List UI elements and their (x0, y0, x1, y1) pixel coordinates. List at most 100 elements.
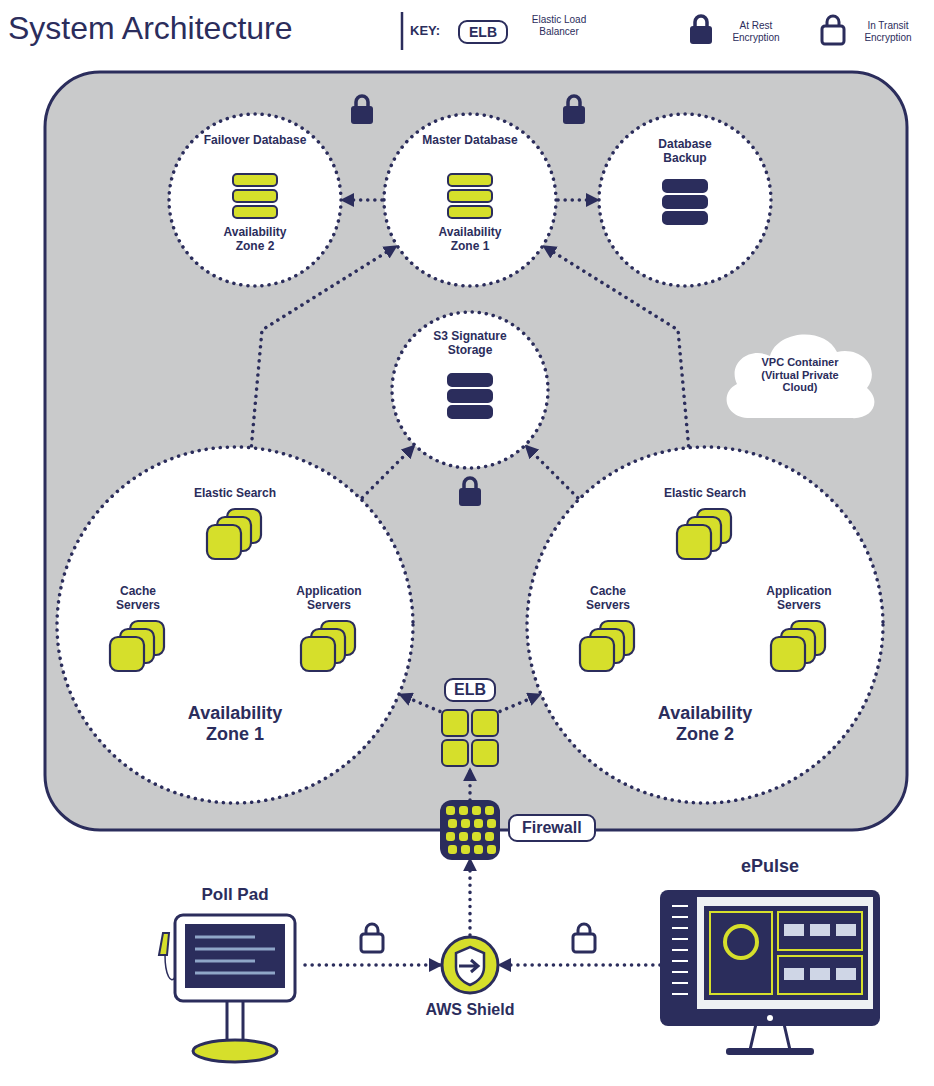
node-outline (655, 487, 755, 579)
node-outline (440, 800, 500, 860)
node-label: Elastic Search (655, 487, 755, 501)
server-group: Cache Servers (563, 585, 653, 690)
cloud-shape (727, 334, 875, 418)
node-label: Failover Database (200, 134, 310, 148)
node-outline (440, 935, 500, 995)
shield-icon (442, 937, 498, 993)
in-transit-lock (361, 924, 383, 952)
database-icon (233, 206, 277, 218)
node-label: Cache Servers (578, 585, 638, 613)
database-icon (448, 374, 492, 386)
storage-circle: S3 Signature Storage (390, 310, 550, 470)
in-transit-lock-key (822, 16, 844, 44)
firewall-icon (440, 800, 500, 860)
server-stack-icon (771, 621, 825, 671)
dotted-connector (343, 198, 382, 202)
node-label: Poll Pad (175, 885, 295, 905)
node-outline (185, 487, 285, 579)
node-label: Firewall (508, 814, 596, 842)
server-stack-icon (301, 621, 355, 671)
server-stack-icon (580, 621, 634, 671)
dotted-connector (500, 695, 539, 711)
dotted-connector (401, 695, 440, 711)
legend-entry: In Transit Encryption (852, 20, 924, 43)
node-label: AWS Shield (400, 1001, 540, 1019)
node-label: Master Database (415, 134, 525, 148)
server-stack-icon (110, 621, 164, 671)
title-separator (401, 12, 404, 50)
node-outline (660, 890, 880, 1040)
dotted-connector (468, 860, 472, 935)
availability-zone: Availability Zone 1 Elastic SearchCache S… (55, 445, 415, 805)
vpc-cloud: VPC Container (Virtual Private Cloud) (715, 318, 885, 428)
database-icon (448, 390, 492, 402)
at-rest-lock (459, 478, 481, 506)
server-group: Cache Servers (93, 585, 183, 690)
at-rest-lock (351, 96, 373, 124)
zone-circle (384, 114, 556, 286)
node-label: Availability Zone 2 (635, 703, 775, 744)
database-circle: Master DatabaseAvailability Zone 1 (382, 112, 558, 288)
database-icon (448, 174, 492, 186)
node-label: S3 Signature Storage (420, 330, 520, 358)
vpc-panel (45, 72, 907, 830)
key-heading: KEY: (410, 24, 440, 39)
database-icon (448, 190, 492, 202)
legend-entry: At Rest Encryption (720, 20, 792, 43)
epulse-monitor-illustration (660, 890, 880, 1055)
server-group: Elastic Search (185, 487, 285, 579)
dotted-connector (500, 963, 660, 967)
epulse-monitor: ePulse (660, 890, 880, 1040)
node-label: Availability Zone 1 (165, 703, 305, 744)
dotted-connector (362, 447, 413, 498)
server-group: Application Servers (279, 585, 379, 690)
zone-circle (527, 447, 883, 803)
node-label: Application Servers (759, 585, 839, 613)
availability-zone: Availability Zone 2 Elastic SearchCache S… (525, 445, 885, 805)
database-icon (233, 190, 277, 202)
server-stack-icon (677, 509, 731, 559)
dotted-connector (527, 447, 578, 498)
diagram-title: System Architecture (8, 10, 293, 47)
node-label: Cache Servers (108, 585, 168, 613)
load-balancer: ELB (440, 678, 500, 770)
database-icon (233, 174, 277, 186)
firewall: Firewall (440, 800, 500, 860)
node-label: Application Servers (289, 585, 369, 613)
dotted-connector (305, 963, 440, 967)
node-label: ePulse (710, 856, 830, 877)
database-circle: Database Backup (597, 112, 773, 288)
aws-shield: AWS Shield (440, 935, 500, 995)
server-group: Application Servers (749, 585, 849, 690)
database-icon (663, 196, 707, 208)
zone-circle (392, 312, 548, 468)
at-rest-lock-key (690, 16, 712, 44)
database-circle: Failover DatabaseAvailability Zone 2 (167, 112, 343, 288)
server-group: Elastic Search (655, 487, 755, 579)
node-label: ELB (444, 678, 496, 702)
node-sublabel: Availability Zone 2 (210, 226, 300, 254)
node-label: Elastic Search (185, 487, 285, 501)
zone-circle (169, 114, 341, 286)
poll-pad-illustration (159, 915, 295, 1062)
database-icon (448, 406, 492, 418)
database-icon (663, 212, 707, 224)
elb-grid-icon (442, 710, 498, 766)
poll-pad: Poll Pad (165, 915, 305, 1015)
node-sublabel: Availability Zone 1 (425, 226, 515, 254)
in-transit-lock (573, 924, 595, 952)
node-label: Database Backup (635, 138, 735, 166)
zone-circle (57, 447, 413, 803)
dotted-connector (558, 198, 597, 202)
node-label: VPC Container (Virtual Private Cloud) (748, 356, 852, 394)
at-rest-lock (563, 96, 585, 124)
zone-circle (599, 114, 771, 286)
database-icon (448, 206, 492, 218)
node-outline (165, 915, 305, 1015)
dotted-connector (468, 770, 472, 800)
key-elb-sample: ELB (458, 20, 508, 44)
server-stack-icon (207, 509, 261, 559)
legend-entry: Elastic Load Balancer (528, 14, 590, 37)
database-icon (663, 180, 707, 192)
